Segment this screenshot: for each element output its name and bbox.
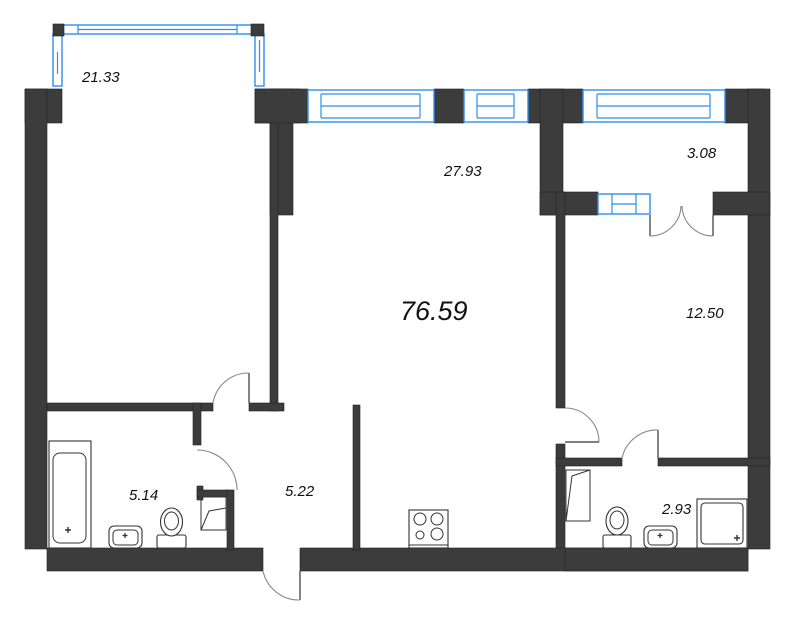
walls [24,88,771,572]
door-balcony [649,205,714,237]
sink-icon-2 [643,525,678,549]
area-label-bathroom: 5.14 [129,487,159,504]
bay-window [52,23,265,87]
washing-machine-icon-2 [565,469,591,522]
door-entrance [262,570,301,601]
area-label-bedroom2: 12.50 [686,305,724,322]
door-bathroom [196,449,238,491]
area-label-balcony: 3.08 [687,145,717,162]
toilet-icon-2 [602,506,632,549]
bathtub-icon [48,440,92,549]
sink-icon [108,525,143,549]
window-balcony [582,89,726,123]
door-bedroom [212,372,250,404]
toilet-icon [156,507,187,549]
window-living-2 [463,89,529,123]
window-living-1 [307,89,435,123]
stove-icon [408,509,449,549]
area-label-hallway: 5.22 [285,483,315,500]
window-bedroom2 [597,193,651,215]
area-label-toilet: 2.93 [662,501,692,518]
shower-tray-icon [696,498,748,549]
area-label-living: 27.93 [444,163,482,180]
washing-machine-icon [200,496,227,531]
door-bedroom2 [564,407,600,443]
door-toilet [621,429,659,459]
total-area-label: 76.59 [400,296,468,326]
area-label-bedroom: 21.33 [82,69,120,86]
